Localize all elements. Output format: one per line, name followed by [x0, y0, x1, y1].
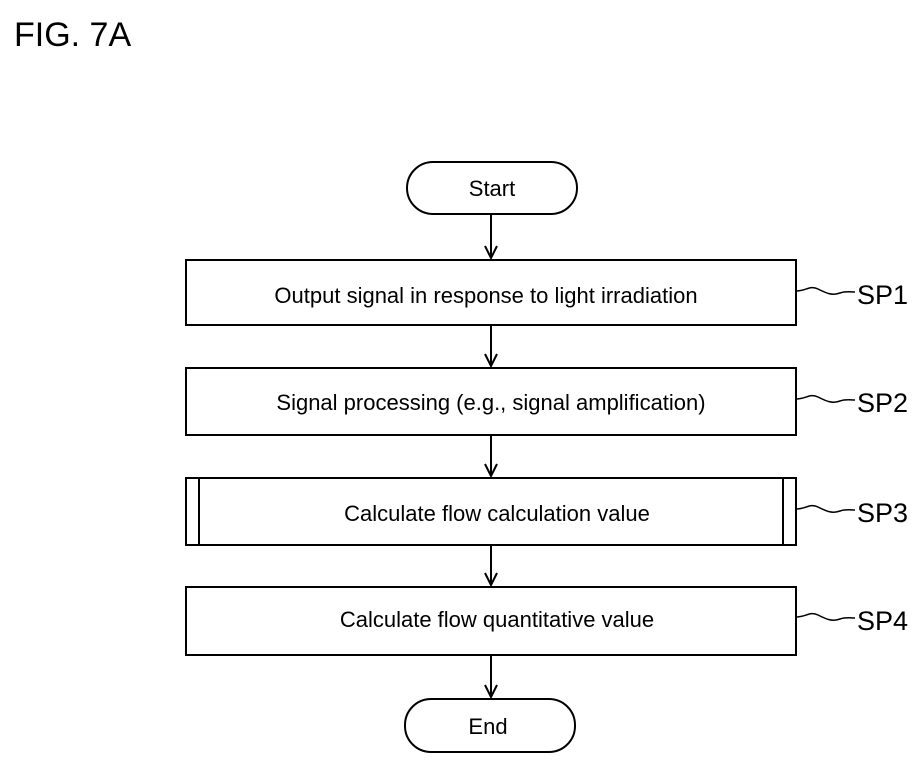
end-label: End — [468, 714, 507, 739]
step-sp4-leader — [796, 614, 855, 621]
step-box-sp4: Calculate flow quantitative value — [186, 587, 796, 655]
start-terminator: Start — [407, 162, 577, 214]
end-terminator: End — [405, 699, 575, 752]
start-label: Start — [469, 176, 515, 201]
step-sp2-text: Signal processing (e.g., signal amplific… — [276, 390, 705, 415]
step-sp4-label: SP4 — [857, 606, 908, 636]
step-sp2-label: SP2 — [857, 388, 908, 418]
step-sp4-text: Calculate flow quantitative value — [340, 607, 654, 632]
step-sp1-text: Output signal in response to light irrad… — [274, 283, 697, 308]
step-sp1-label: SP1 — [857, 280, 908, 310]
step-sp3-leader — [796, 506, 855, 513]
step-box-sp2: Signal processing (e.g., signal amplific… — [186, 368, 796, 435]
step-sp2-leader — [796, 396, 855, 403]
figure-title: FIG. 7A — [14, 16, 131, 54]
step-sp3-label: SP3 — [857, 498, 908, 528]
step-sp1-leader — [796, 288, 855, 295]
step-box-sp1: Output signal in response to light irrad… — [186, 260, 796, 325]
step-sp3-text: Calculate flow calculation value — [344, 501, 650, 526]
step-box-sp3: Calculate flow calculation value — [186, 478, 796, 545]
